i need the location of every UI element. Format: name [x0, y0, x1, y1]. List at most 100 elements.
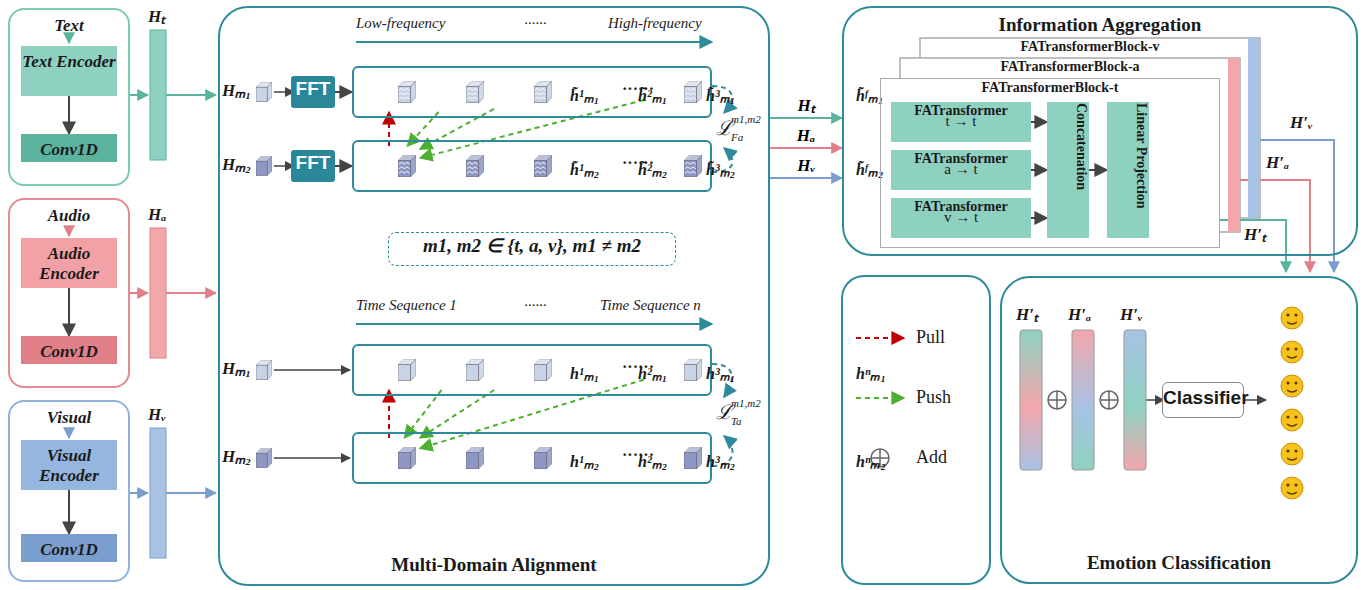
push-arrow [420, 109, 494, 149]
arrow [770, 177, 842, 179]
process-box: Conv1D [21, 134, 117, 162]
deco-path [130, 492, 148, 494]
arrow [770, 117, 842, 119]
text-label: ······ [524, 298, 547, 313]
node-text: Visual [10, 408, 128, 428]
deco-use [1281, 307, 1303, 329]
edge-label: Hₐ [797, 127, 815, 144]
push-arrow [420, 390, 494, 438]
deco-path [68, 226, 70, 236]
node-text: Linear Projection [1107, 103, 1149, 209]
node-text: t → t [946, 113, 977, 130]
token-cube [534, 359, 552, 381]
push-arrow [404, 390, 441, 438]
token-cube [398, 359, 416, 381]
process-box: FATransformerv → t [891, 198, 1031, 238]
text-label: Hₜ [148, 8, 165, 25]
deco-circle [1048, 391, 1066, 409]
token-cube [398, 155, 416, 177]
token-cube [684, 155, 702, 177]
deco-rect [1072, 330, 1094, 470]
edge-label: Hₜ [797, 97, 814, 114]
deco-path [356, 323, 712, 325]
deco-use [256, 156, 272, 175]
token-cube [466, 81, 484, 103]
module-panel: Multi-Domain AlignmentFFTFFT······h̃¹ₘ₁h… [218, 6, 770, 586]
legend-text: Pull [916, 328, 945, 346]
text-label: ······ [524, 16, 547, 31]
block-card: FATransformerBlock-tFATransformert → tFA… [880, 78, 1220, 248]
deco-path [1100, 391, 1118, 409]
process-box: Conv1D [21, 534, 117, 562]
feature-row: ······h¹ₘ₂h²ₘ₂h³ₘ₂hⁿₘ₂ [352, 432, 712, 484]
deco-rect [150, 228, 166, 358]
feature-token: h̃¹ₘ₂ [358, 146, 420, 186]
feature-token: h̃³ₘ₂ [494, 146, 556, 186]
node-text: FFT [291, 152, 335, 174]
deco-path [166, 292, 216, 294]
text-label: H′ₐ [1266, 154, 1289, 171]
node-text: FATransformerBlock-v [920, 39, 1260, 55]
feature-token: h̃¹ₘ₁ [358, 72, 420, 112]
feature-token: hⁿₘ₁ [644, 350, 706, 390]
feature-token: h²ₘ₂ [426, 438, 488, 478]
text-label: H′ᵥ [1120, 306, 1142, 323]
token-cube [398, 81, 416, 103]
pull-arrow [388, 390, 390, 438]
text-label: H′ₜ [1016, 306, 1038, 323]
node-text: Visual Encoder [21, 446, 117, 485]
arrow [68, 288, 70, 336]
node-text: Audio [10, 206, 128, 226]
legend-text: Add [916, 448, 947, 466]
deco-path [130, 292, 148, 294]
process-box: Concatenation [1047, 102, 1089, 238]
node-text: Information Aggregation [844, 14, 1356, 36]
arrow [1031, 169, 1047, 171]
arrow [1031, 217, 1047, 219]
token-cube [466, 155, 484, 177]
text-label: Time Sequence 1 [356, 298, 457, 313]
deco-use [1281, 341, 1303, 363]
node-text: v → t [944, 209, 978, 226]
modality-panel: VisualVisual EncoderConv1D [8, 400, 130, 582]
feature-token: h¹ₘ₂ [358, 438, 420, 478]
push-arrow [420, 100, 644, 158]
token-cube [466, 447, 484, 469]
text-label: Ta [731, 416, 742, 427]
deco-path [274, 369, 350, 371]
node-text: Conv1D [21, 140, 117, 160]
module-panel: Information AggregationFATransformerBloc… [842, 6, 1358, 256]
node-text: Text [10, 16, 128, 36]
classifier-box: Classifier [1162, 382, 1244, 418]
deco-rect [1124, 330, 1146, 470]
text-label: Time Sequence n [600, 298, 701, 313]
node-text: Conv1D [21, 342, 117, 362]
token-cube [398, 447, 416, 469]
token-cube [684, 359, 702, 381]
deco-path [871, 449, 889, 467]
deco-path [166, 94, 216, 96]
text-label: H′ᵥ [1290, 114, 1312, 131]
deco-path [712, 436, 733, 466]
text-label: Hₐ [148, 206, 166, 223]
text-label: m1,m2 [731, 398, 761, 409]
deco-rect [1020, 330, 1042, 470]
text-label: H′ₐ [1068, 306, 1091, 323]
node-text: Audio Encoder [21, 244, 117, 283]
text-label: Hₘ₁ [222, 82, 251, 99]
feature-token: h²ₘ₁ [426, 350, 488, 390]
deco-use [1281, 477, 1303, 499]
process-box: Linear Projection [1107, 102, 1149, 238]
node-text: FATransformerBlock-a [900, 59, 1240, 75]
text-label: Hₘ₂ [222, 156, 251, 173]
feature-token: h̃²ₘ₁ [426, 72, 488, 112]
modality-panel: AudioAudio EncoderConv1D [8, 198, 130, 388]
feature-token: h³ₘ₂ [494, 438, 556, 478]
feature-row: ······h̃¹ₘ₁h̃²ₘ₁h̃³ₘ₁h̃ᶠₘ₁ [352, 66, 712, 118]
deco-path [712, 364, 732, 397]
deco-use [1281, 443, 1303, 465]
feature-token: h̃²ₘ₂ [426, 146, 488, 186]
token-cube [534, 81, 552, 103]
